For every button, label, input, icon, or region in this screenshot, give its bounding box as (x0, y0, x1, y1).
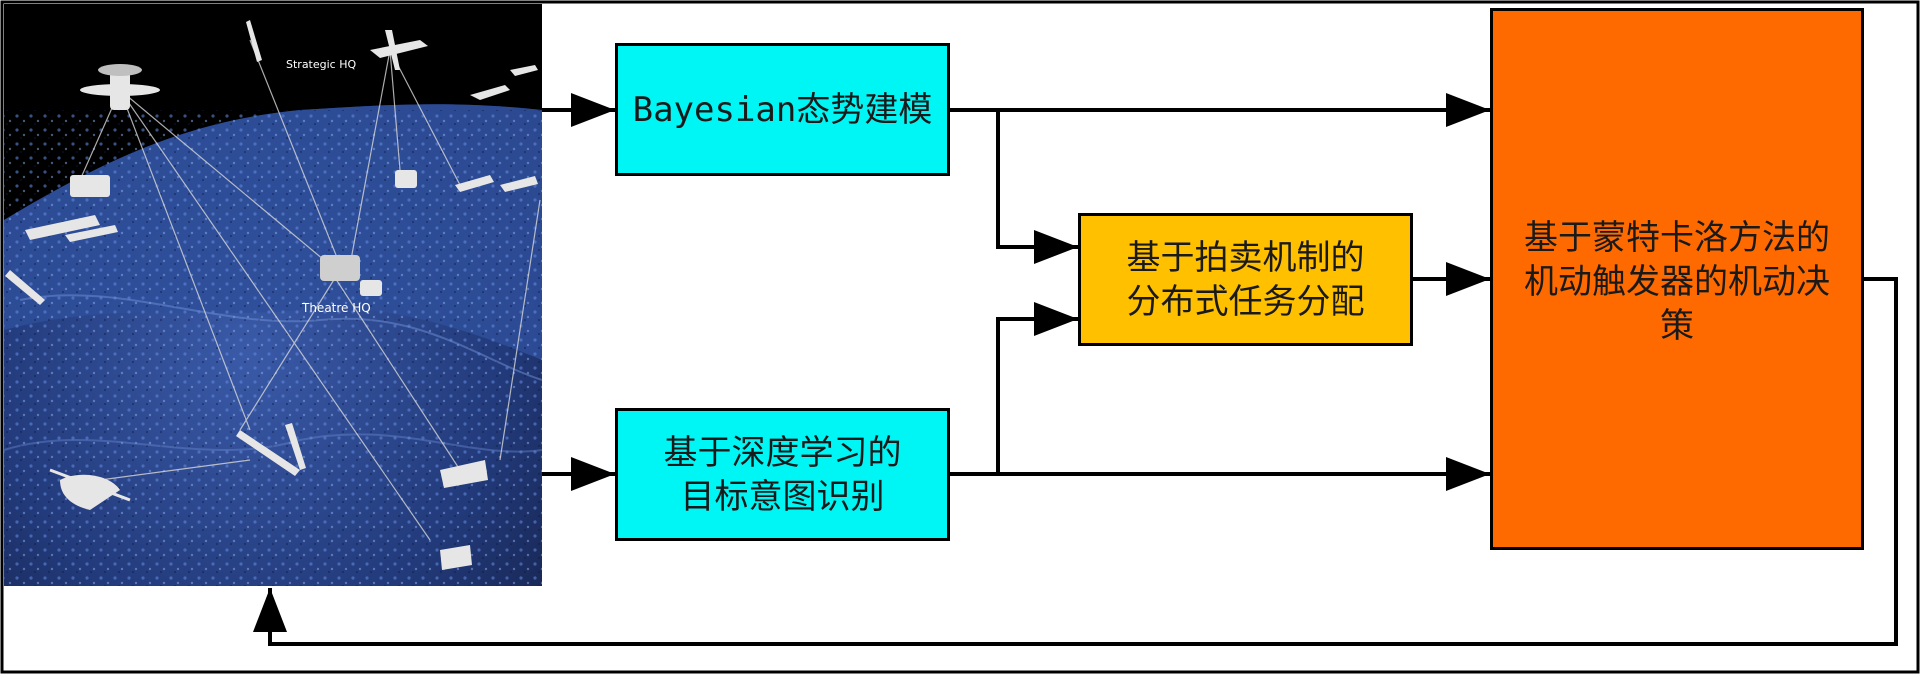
maneuver-decision-box: 基于蒙特卡洛方法的机动触发器的机动决策 (1490, 8, 1864, 550)
battlefield-image: Strategic HQ Theatre HQ (3, 4, 543, 586)
bayesian-situation-modeling-box: Bayesian态势建模 (615, 43, 950, 176)
theatre-hq-label: Theatre HQ (301, 301, 371, 315)
feedback-loop-line (253, 277, 1898, 646)
intent-box-line2: 目标意图识别 (680, 476, 885, 517)
arrow-intent-to-auction (996, 302, 1078, 474)
intent-recognition-box: 基于深度学习的 目标意图识别 (615, 408, 950, 541)
auction-box-line1: 基于拍卖机制的 (1126, 237, 1365, 278)
arrow-bayes-to-auction (996, 110, 1078, 264)
auction-box-line2: 分布式任务分配 (1126, 281, 1365, 322)
strategic-hq-label: Strategic HQ (286, 58, 356, 71)
decision-box-label: 基于蒙特卡洛方法的机动触发器的机动决策 (1524, 218, 1830, 346)
bayesian-box-label: Bayesian态势建模 (632, 89, 933, 130)
intent-box-line1: 基于深度学习的 (663, 432, 902, 473)
task-allocation-box: 基于拍卖机制的 分布式任务分配 (1078, 213, 1413, 346)
